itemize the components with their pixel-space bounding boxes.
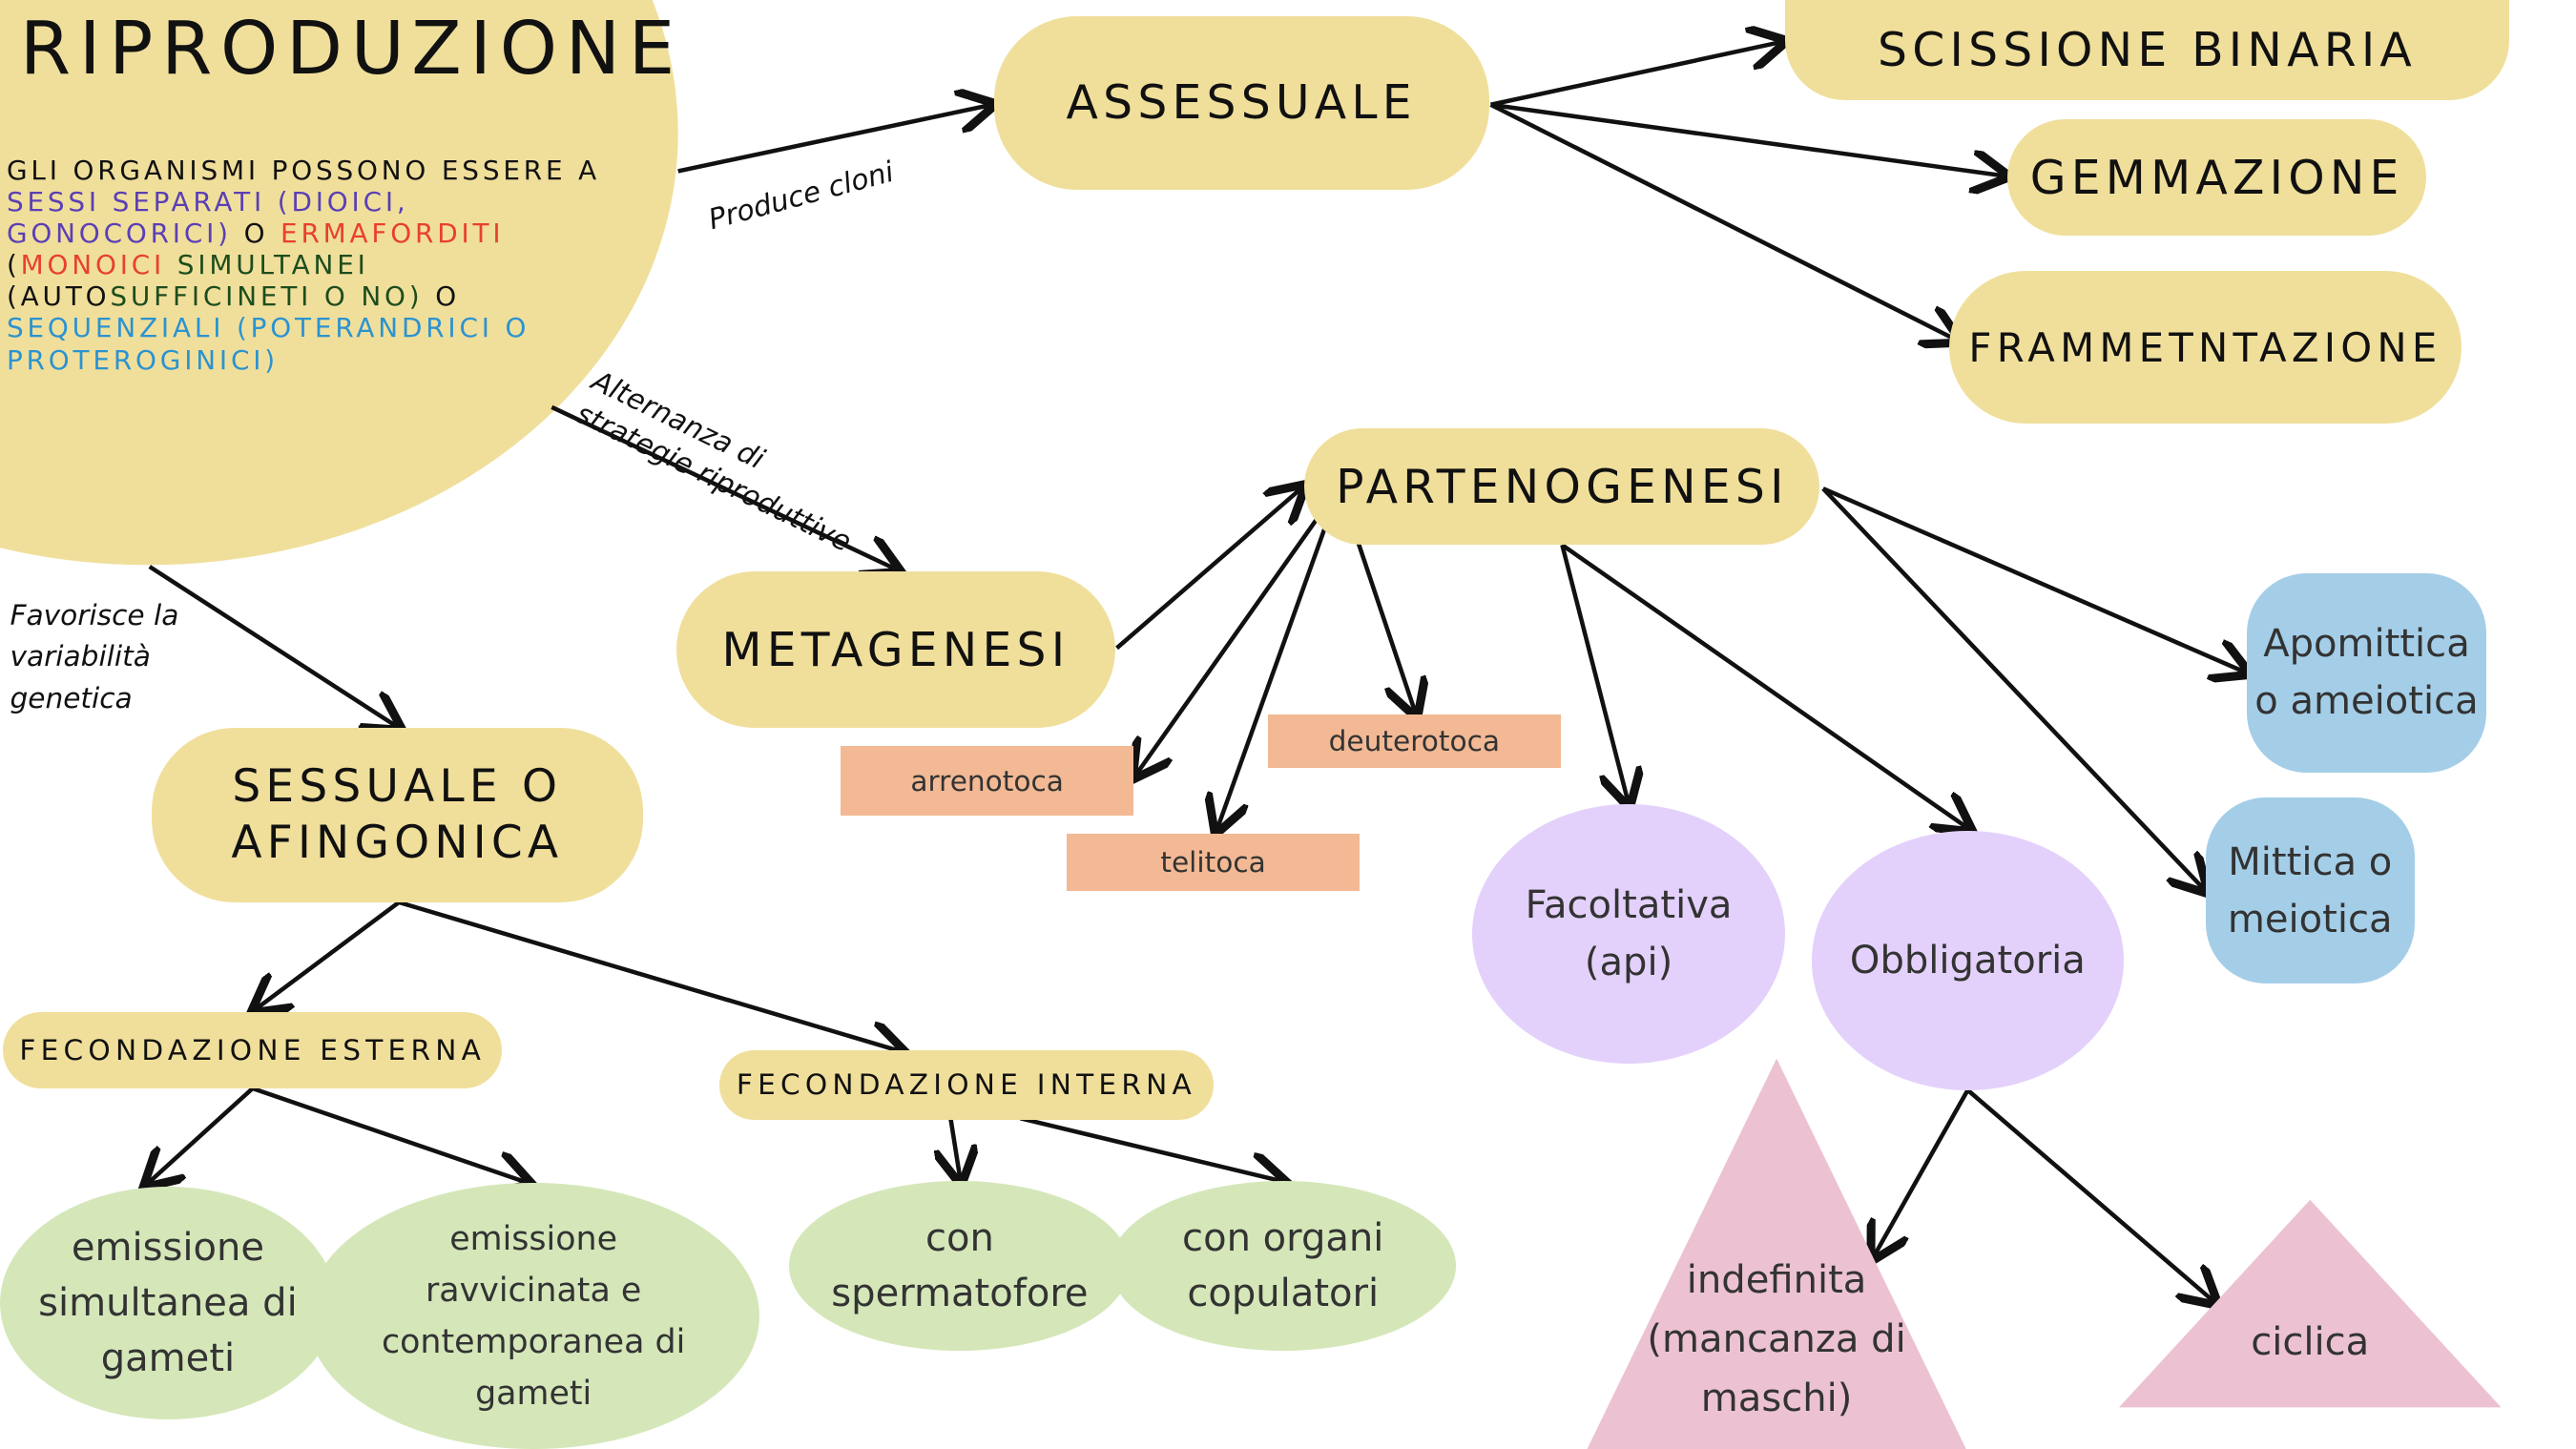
- arrow: [1821, 486, 2247, 673]
- node-telitoca: telitoca: [1067, 834, 1360, 891]
- main-title: RIPRODUZIONE: [19, 6, 683, 92]
- node-partenogenesi: PARTENOGENESI: [1304, 428, 1820, 546]
- arrow: [1135, 486, 1341, 776]
- arrow: [1216, 486, 1342, 831]
- arrow: [1965, 1088, 2215, 1303]
- arrow: [551, 404, 897, 570]
- node-fecondazione-esterna: FECONDAZIONE ESTERNA: [3, 1011, 503, 1088]
- node-indefinita-shape: [1587, 1058, 1966, 1449]
- arrow: [1560, 544, 1629, 804]
- node-assessuale: ASSESSUALE: [993, 16, 1489, 190]
- edge-label-favorisce: Favorisce la variabilità genetica: [10, 595, 178, 720]
- arrow: [1020, 1116, 1283, 1181]
- intro-line: SESSI SEPARATI (DIOICI,: [6, 186, 409, 218]
- intro-span: ERMAFORDITI: [280, 217, 505, 250]
- intro-span: (: [6, 249, 21, 281]
- arrow: [1490, 42, 1784, 107]
- node-fecondazione-interna: FECONDAZIONE INTERNA: [719, 1049, 1214, 1121]
- arrow: [255, 900, 401, 1010]
- intro-line: GLI ORGANISMI POSSONO ESSERE A: [6, 154, 600, 186]
- node-con-organi-copulatori: con organi copulatori: [1110, 1181, 1456, 1352]
- node-mittica: Mittica o meiotica: [2205, 797, 2415, 984]
- edge-label-line: genetica: [10, 681, 133, 714]
- intro-line: GONOCORICI) O ERMAFORDITI: [7, 217, 600, 249]
- intro-line: SEQUENZIALI (POTERANDRICI O: [6, 312, 530, 344]
- arrow: [1821, 486, 2206, 891]
- intro-span: (AUTO: [6, 280, 111, 313]
- node-facoltativa: Facoltativa (api): [1472, 804, 1785, 1064]
- node-obbligatoria: Obbligatoria: [1811, 830, 2125, 1090]
- intro-span: SUFFICINETI O NO): [110, 280, 424, 313]
- intro-span: GONOCORICI): [6, 217, 232, 250]
- node-frammentazione: FRAMMETNTAZIONE: [1949, 270, 2462, 424]
- intro-line: (MONOICI SIMULTANEI: [7, 249, 600, 280]
- arrow: [1489, 102, 1958, 341]
- arrow: [148, 565, 399, 728]
- node-con-spermatofore: con spermatofore: [789, 1181, 1131, 1352]
- arrow: [252, 1086, 529, 1183]
- arrow: [1490, 102, 2006, 176]
- node-ciclica: ciclica: [2251, 1320, 2370, 1365]
- edge-label-line: variabilità: [10, 640, 151, 673]
- intro-span: SIMULTANEI: [165, 249, 369, 281]
- arrow: [1873, 1088, 1970, 1258]
- intro-span: O: [423, 280, 460, 313]
- arrow: [1561, 543, 1969, 829]
- node-apomittica: Apomittica o ameiotica: [2247, 572, 2486, 773]
- intro-line: PROTEROGINICI): [6, 343, 279, 376]
- node-metagenesi: METAGENESI: [675, 571, 1115, 728]
- node-ciclica-shape: [2118, 1199, 2502, 1408]
- intro-span: O: [231, 217, 281, 250]
- node-emissione-simultanea: emissione simultanea di gameti: [0, 1186, 336, 1419]
- node-deuterotoca: deuterotoca: [1268, 714, 1561, 768]
- riproduzione-circle: [0, 0, 678, 566]
- arrow: [1115, 486, 1303, 651]
- intro-span: MONOICI: [20, 249, 166, 281]
- intro-line: (AUTOSUFFICINETI O NO) O: [7, 280, 600, 312]
- node-line: AFINGONICA: [231, 817, 564, 870]
- arrow: [398, 900, 903, 1052]
- node-indefinita: indefinita (mancanza di maschi): [1647, 1257, 1906, 1421]
- arrow: [677, 105, 992, 174]
- node-emissione-ravvicinata: emissione ravvicinata e contemporanea di…: [307, 1183, 760, 1449]
- intro-text: GLI ORGANISMI POSSONO ESSERE A SESSI SEP…: [7, 155, 600, 376]
- node-gemmazione: GEMMAZIONE: [2007, 119, 2427, 237]
- edge-label-line: Favorisce la: [10, 598, 179, 631]
- node-scissione-binaria: SCISSIONE BINARIA: [1784, 0, 2510, 100]
- node-arrenotoca: arrenotoca: [841, 746, 1133, 817]
- arrow: [950, 1117, 960, 1181]
- arrow: [146, 1087, 255, 1185]
- node-line: SESSUALE O: [232, 760, 563, 814]
